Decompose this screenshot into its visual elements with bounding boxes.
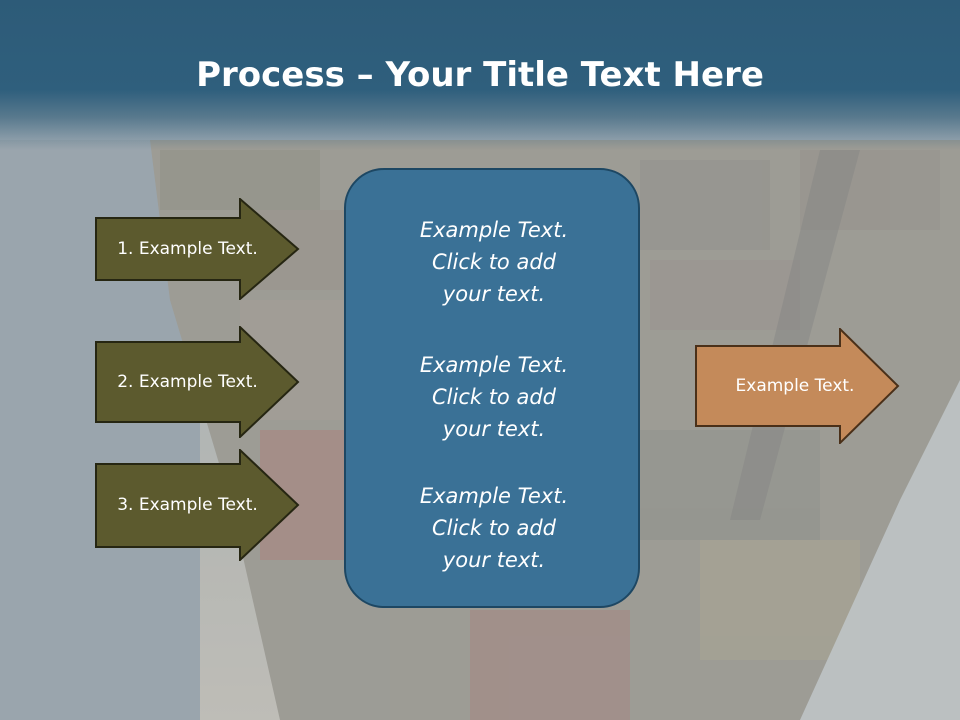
step-arrow-label: 1. Example Text. [117,239,258,259]
result-arrow-label: Example Text. [735,376,855,396]
arrow-shape [95,449,300,561]
arrow-shape [95,198,300,300]
result-arrow[interactable]: Example Text. [695,328,900,444]
center-text-box[interactable]: Example Text. Click to add your text. Ex… [344,168,640,608]
text-line: your text. [442,417,546,441]
arrow-shape [95,326,300,438]
title-band [0,0,960,150]
text-line: your text. [442,548,546,572]
step-arrow-label: 3. Example Text. [117,495,258,515]
page-title[interactable]: Process – Your Title Text Here [0,54,960,96]
title-rest: – Your Title Text Here [344,55,764,95]
text-block-2: Example Text. Click to add your text. [346,349,642,445]
text-block-1: Example Text. Click to add your text. [346,214,642,310]
text-block-3: Example Text. Click to add your text. [346,480,642,576]
title-bold: Process [196,55,345,95]
text-line: Click to add [431,250,556,274]
text-line: your text. [442,282,546,306]
arrow-shape [695,328,900,444]
text-line: Example Text. [419,218,569,242]
text-line: Example Text. [419,353,569,377]
step-arrow-3[interactable]: 3. Example Text. [95,449,300,561]
step-arrow-1[interactable]: 1. Example Text. [95,198,300,300]
text-line: Example Text. [419,484,569,508]
text-line: Click to add [431,516,556,540]
step-arrow-2[interactable]: 2. Example Text. [95,326,300,438]
text-line: Click to add [431,385,556,409]
step-arrow-label: 2. Example Text. [117,372,258,392]
